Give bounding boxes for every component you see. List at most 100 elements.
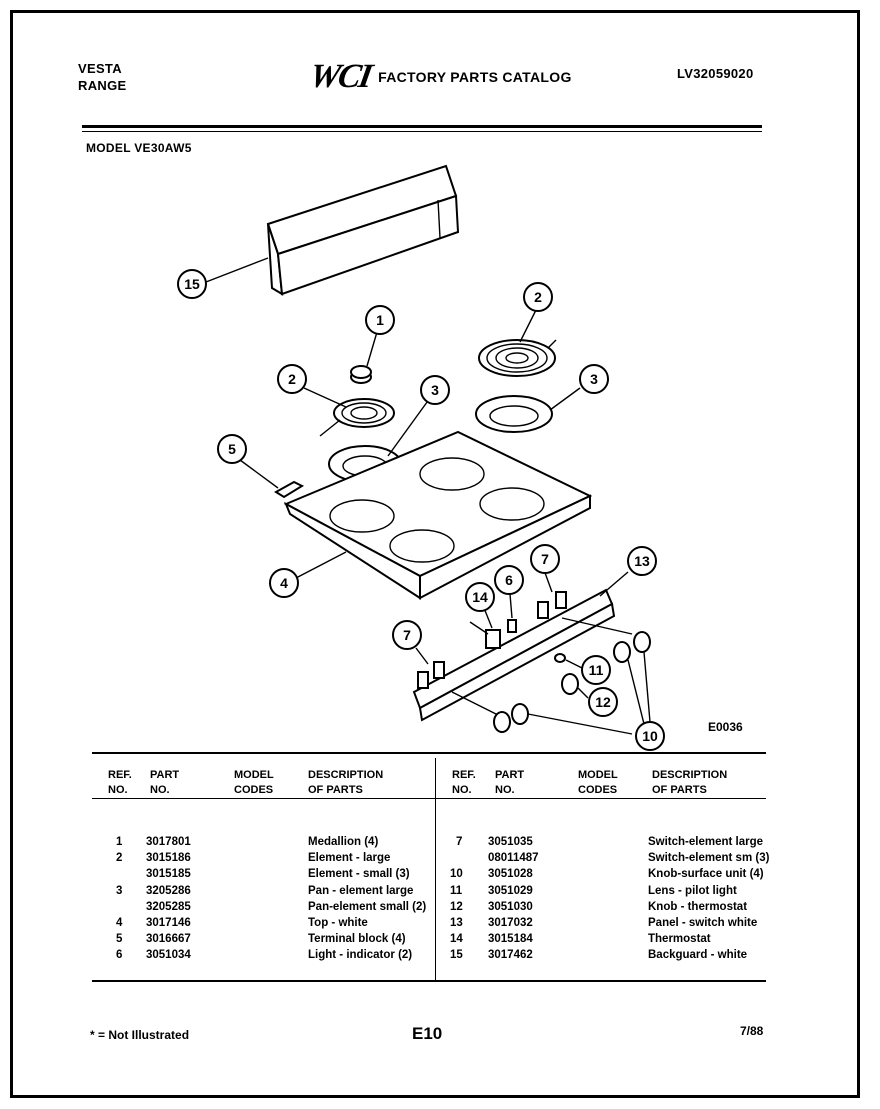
callout-10: 10	[635, 721, 665, 751]
svg-text:7: 7	[403, 627, 411, 643]
diagram-code: E0036	[708, 720, 743, 734]
indicator-light-part	[507, 619, 517, 633]
leader-7-left	[415, 647, 429, 665]
svg-text:3: 3	[431, 382, 439, 398]
svg-text:1: 1	[376, 312, 384, 328]
leader-13	[599, 571, 629, 597]
leader-10a	[527, 713, 633, 735]
table-rule-top	[92, 752, 766, 754]
callout-6: 6	[494, 565, 524, 595]
leader-12	[577, 687, 589, 699]
control-panel-part	[412, 588, 633, 722]
svg-text:14: 14	[472, 589, 488, 605]
model-number: MODEL VE30AW5	[86, 141, 192, 155]
catalog-heading: WCI FACTORY PARTS CATALOG	[307, 58, 572, 96]
leader-11	[565, 659, 583, 669]
svg-text:5: 5	[228, 441, 236, 457]
footer-note: * = Not Illustrated	[90, 1028, 190, 1042]
leader-2-right	[519, 309, 537, 343]
svg-text:15: 15	[184, 276, 200, 292]
svg-text:10: 10	[642, 728, 658, 744]
svg-text:4: 4	[280, 575, 288, 591]
svg-text:6: 6	[505, 572, 513, 588]
callout-12: 12	[588, 687, 618, 717]
svg-text:2: 2	[288, 371, 296, 387]
switch-right-part	[537, 591, 567, 619]
callout-1: 1	[365, 305, 395, 335]
callout-2-right: 2	[523, 282, 553, 312]
callout-3-right: 3	[579, 364, 609, 394]
callout-3-left: 3	[420, 375, 450, 405]
product-type: RANGE	[78, 78, 127, 93]
leader-6	[509, 593, 513, 619]
backguard-part	[266, 164, 460, 296]
switch-left-part	[417, 661, 445, 689]
leader-2-left	[303, 387, 347, 408]
header-rule-thick	[82, 125, 762, 128]
leader-15	[205, 257, 269, 283]
callout-5: 5	[217, 434, 247, 464]
element-small-part	[319, 398, 395, 437]
callout-4: 4	[269, 568, 299, 598]
callout-11: 11	[581, 655, 611, 685]
terminal-block-part	[274, 480, 305, 499]
medallion-part	[350, 365, 372, 384]
table-column-divider	[435, 758, 436, 980]
header-rule-thin	[82, 131, 762, 132]
callout-13: 13	[627, 546, 657, 576]
leader-10c	[643, 651, 651, 723]
leader-3-left	[387, 397, 431, 457]
leader-5	[239, 459, 279, 489]
svg-text:7: 7	[541, 551, 549, 567]
callout-15: 15	[177, 269, 207, 299]
table-rule-header	[92, 798, 766, 799]
leader-3-right	[549, 387, 581, 411]
brand-block: VESTA RANGE	[78, 60, 126, 94]
thermostat-part	[469, 621, 501, 649]
header-ref: REF.NO.	[108, 769, 132, 796]
callout-7-left: 7	[392, 620, 422, 650]
svg-text:11: 11	[589, 662, 604, 678]
brand-name: VESTA	[78, 61, 122, 76]
catalog-number: LV32059020	[677, 66, 754, 81]
catalog-title: FACTORY PARTS CATALOG	[378, 69, 572, 85]
knob-parts	[493, 631, 651, 733]
leader-1	[366, 331, 378, 367]
callout-7-right: 7	[530, 544, 560, 574]
svg-text:12: 12	[595, 694, 611, 710]
leader-10b	[627, 659, 645, 725]
cooktop-part	[283, 430, 593, 600]
leader-14	[483, 607, 493, 629]
leader-4	[295, 551, 347, 579]
drip-pan-large-part	[475, 395, 553, 433]
table-rule-bottom	[92, 980, 766, 982]
svg-text:3: 3	[590, 371, 598, 387]
page-number: E10	[412, 1024, 443, 1043]
callout-2-left: 2	[277, 364, 307, 394]
svg-text:2: 2	[534, 289, 542, 305]
